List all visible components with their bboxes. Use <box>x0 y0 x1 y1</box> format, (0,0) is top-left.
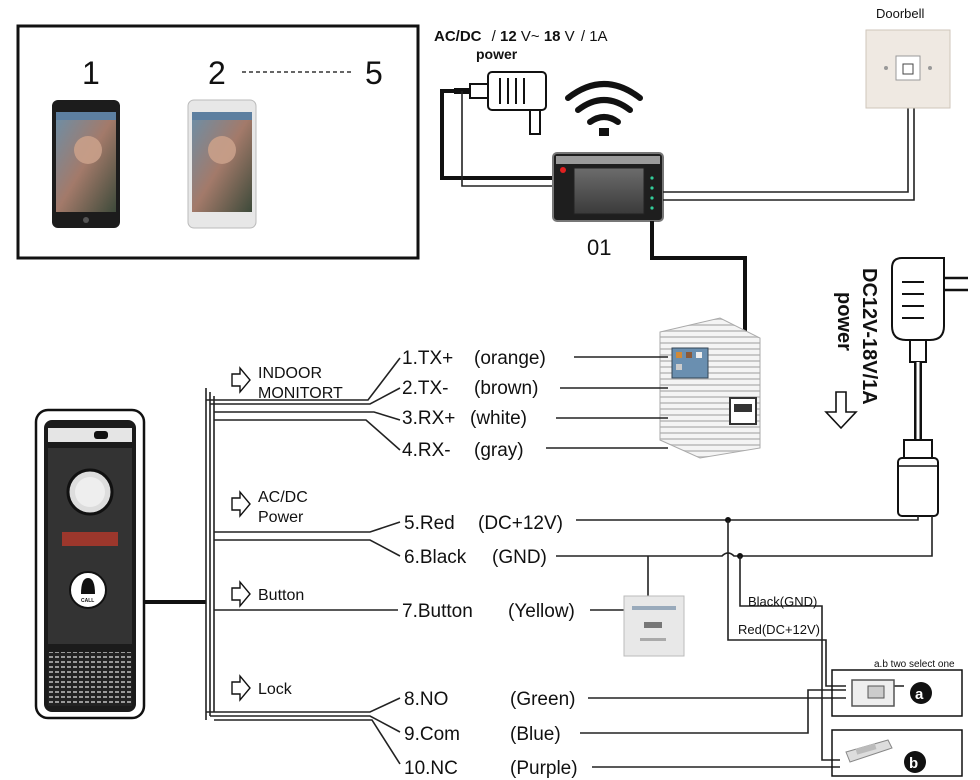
option-a-badge <box>910 682 932 704</box>
top-power-v1: 12 <box>500 28 517 45</box>
right-power-label: DC12V-18V/1A power <box>833 268 880 405</box>
svg-text:AC/DC / 12 V: AC/DC / 12 V~ 18 V / 1A <box>434 28 608 45</box>
wire-1-color: (orange) <box>474 348 546 369</box>
ir-led-strip <box>62 532 118 546</box>
section-indoor-line1: INDOOR <box>258 365 322 382</box>
monitor-network-cable <box>650 221 747 398</box>
wire-1-name: 1.TX+ <box>402 348 453 369</box>
wire-9-name: 9.Com <box>404 724 460 745</box>
right-power-spec: DC12V-18V/1A <box>858 268 880 405</box>
wire-7-color: (Yellow) <box>508 601 575 622</box>
wire-8-name: 8.NO <box>404 689 448 710</box>
section-button: Button <box>258 587 304 604</box>
lock-option-a-box <box>831 669 963 717</box>
wire-3-color: (white) <box>470 408 527 429</box>
section-lock: Lock <box>258 681 293 698</box>
monitor-led-icon <box>560 167 566 173</box>
wire-9-color: (Blue) <box>510 724 561 745</box>
electric-strike-lock-icon <box>845 739 893 763</box>
top-power-v2: 18 <box>544 28 561 45</box>
label-black-gnd: Black(GND) <box>748 594 817 609</box>
option-b-badge <box>904 751 926 773</box>
electric-bolt-lock-icon <box>851 679 904 707</box>
option-a-letter: a <box>915 686 924 703</box>
top-power-word: power <box>476 46 518 62</box>
wire-7-name: 7.Button <box>402 601 473 622</box>
wire-5-color: (DC+12V) <box>478 513 563 534</box>
arrow-right-icon <box>231 674 251 702</box>
monitor-label: 01 <box>587 235 611 260</box>
top-power-amp: 1A <box>589 28 607 45</box>
phone-number-5: 5 <box>365 55 383 91</box>
wire-3-name: 3.RX+ <box>402 408 455 429</box>
power-adapter-icon <box>454 71 547 135</box>
indoor-monitor: 01 <box>552 152 664 260</box>
option-b-letter: b <box>909 755 918 772</box>
select-note: a.b two select one <box>874 659 955 670</box>
top-power-label: AC/DC / 12 V~ 18 V / 1A power <box>434 28 608 62</box>
wire-5-name: 5.Red <box>404 513 455 534</box>
right-power-word: power <box>833 292 855 351</box>
top-power-sep1: / <box>492 28 497 45</box>
wifi-icon <box>565 81 643 136</box>
section-acdc-line1: AC/DC <box>258 489 308 506</box>
wire-10-name: 10.NC <box>404 758 458 779</box>
exit-button-icon <box>623 595 685 657</box>
wire-6-color: (GND) <box>492 547 547 568</box>
outdoor-call-unit: CALL <box>34 408 146 720</box>
doorbell-icon <box>865 29 951 109</box>
bell-icon <box>81 578 95 594</box>
wire-4-color: (gray) <box>474 440 524 461</box>
arrow-right-icon <box>231 580 251 608</box>
arrow-down-icon <box>824 391 858 430</box>
wire-4-name: 4.RX- <box>402 440 451 461</box>
label-red-dc: Red(DC+12V) <box>738 622 820 637</box>
wire-2-color: (brown) <box>474 378 538 399</box>
top-power-sep2: / <box>581 28 586 45</box>
doorbell-label: Doorbell <box>876 6 925 21</box>
top-power-acdc: AC/DC <box>434 28 482 45</box>
top-power-v2-unit: V <box>565 28 575 45</box>
top-power-v1-unit: V~ <box>521 28 540 45</box>
wire-2-name: 2.TX- <box>402 378 448 399</box>
phone-number-1: 1 <box>82 55 100 91</box>
rj45-jack-icon <box>659 317 761 459</box>
doorbell-wire-1 <box>663 108 909 193</box>
smartphone-light-icon <box>187 99 257 229</box>
section-indoor-line2: MONITORT <box>258 385 343 402</box>
speaker-grill <box>48 652 132 706</box>
wire-8-color: (Green) <box>510 689 575 710</box>
adapter-cable <box>440 89 556 180</box>
phones-panel: 1 2 5 <box>16 24 420 260</box>
adapter-cable-inner <box>461 91 556 187</box>
wire-10-color: (Purple) <box>510 758 578 779</box>
smartphone-dark-icon <box>52 100 120 228</box>
arrow-right-icon <box>231 366 251 394</box>
power-plug-icon <box>891 257 968 517</box>
doorbell-wire-2 <box>663 108 915 201</box>
phones-frame <box>16 24 420 260</box>
wire-6-name: 6.Black <box>404 547 467 568</box>
phone-number-2: 2 <box>208 55 226 91</box>
call-text: CALL <box>81 598 94 604</box>
call-button[interactable]: CALL <box>69 571 107 609</box>
section-acdc-line2: Power <box>258 509 304 526</box>
arrow-right-icon <box>231 490 251 518</box>
lock-option-b-box <box>831 729 963 777</box>
